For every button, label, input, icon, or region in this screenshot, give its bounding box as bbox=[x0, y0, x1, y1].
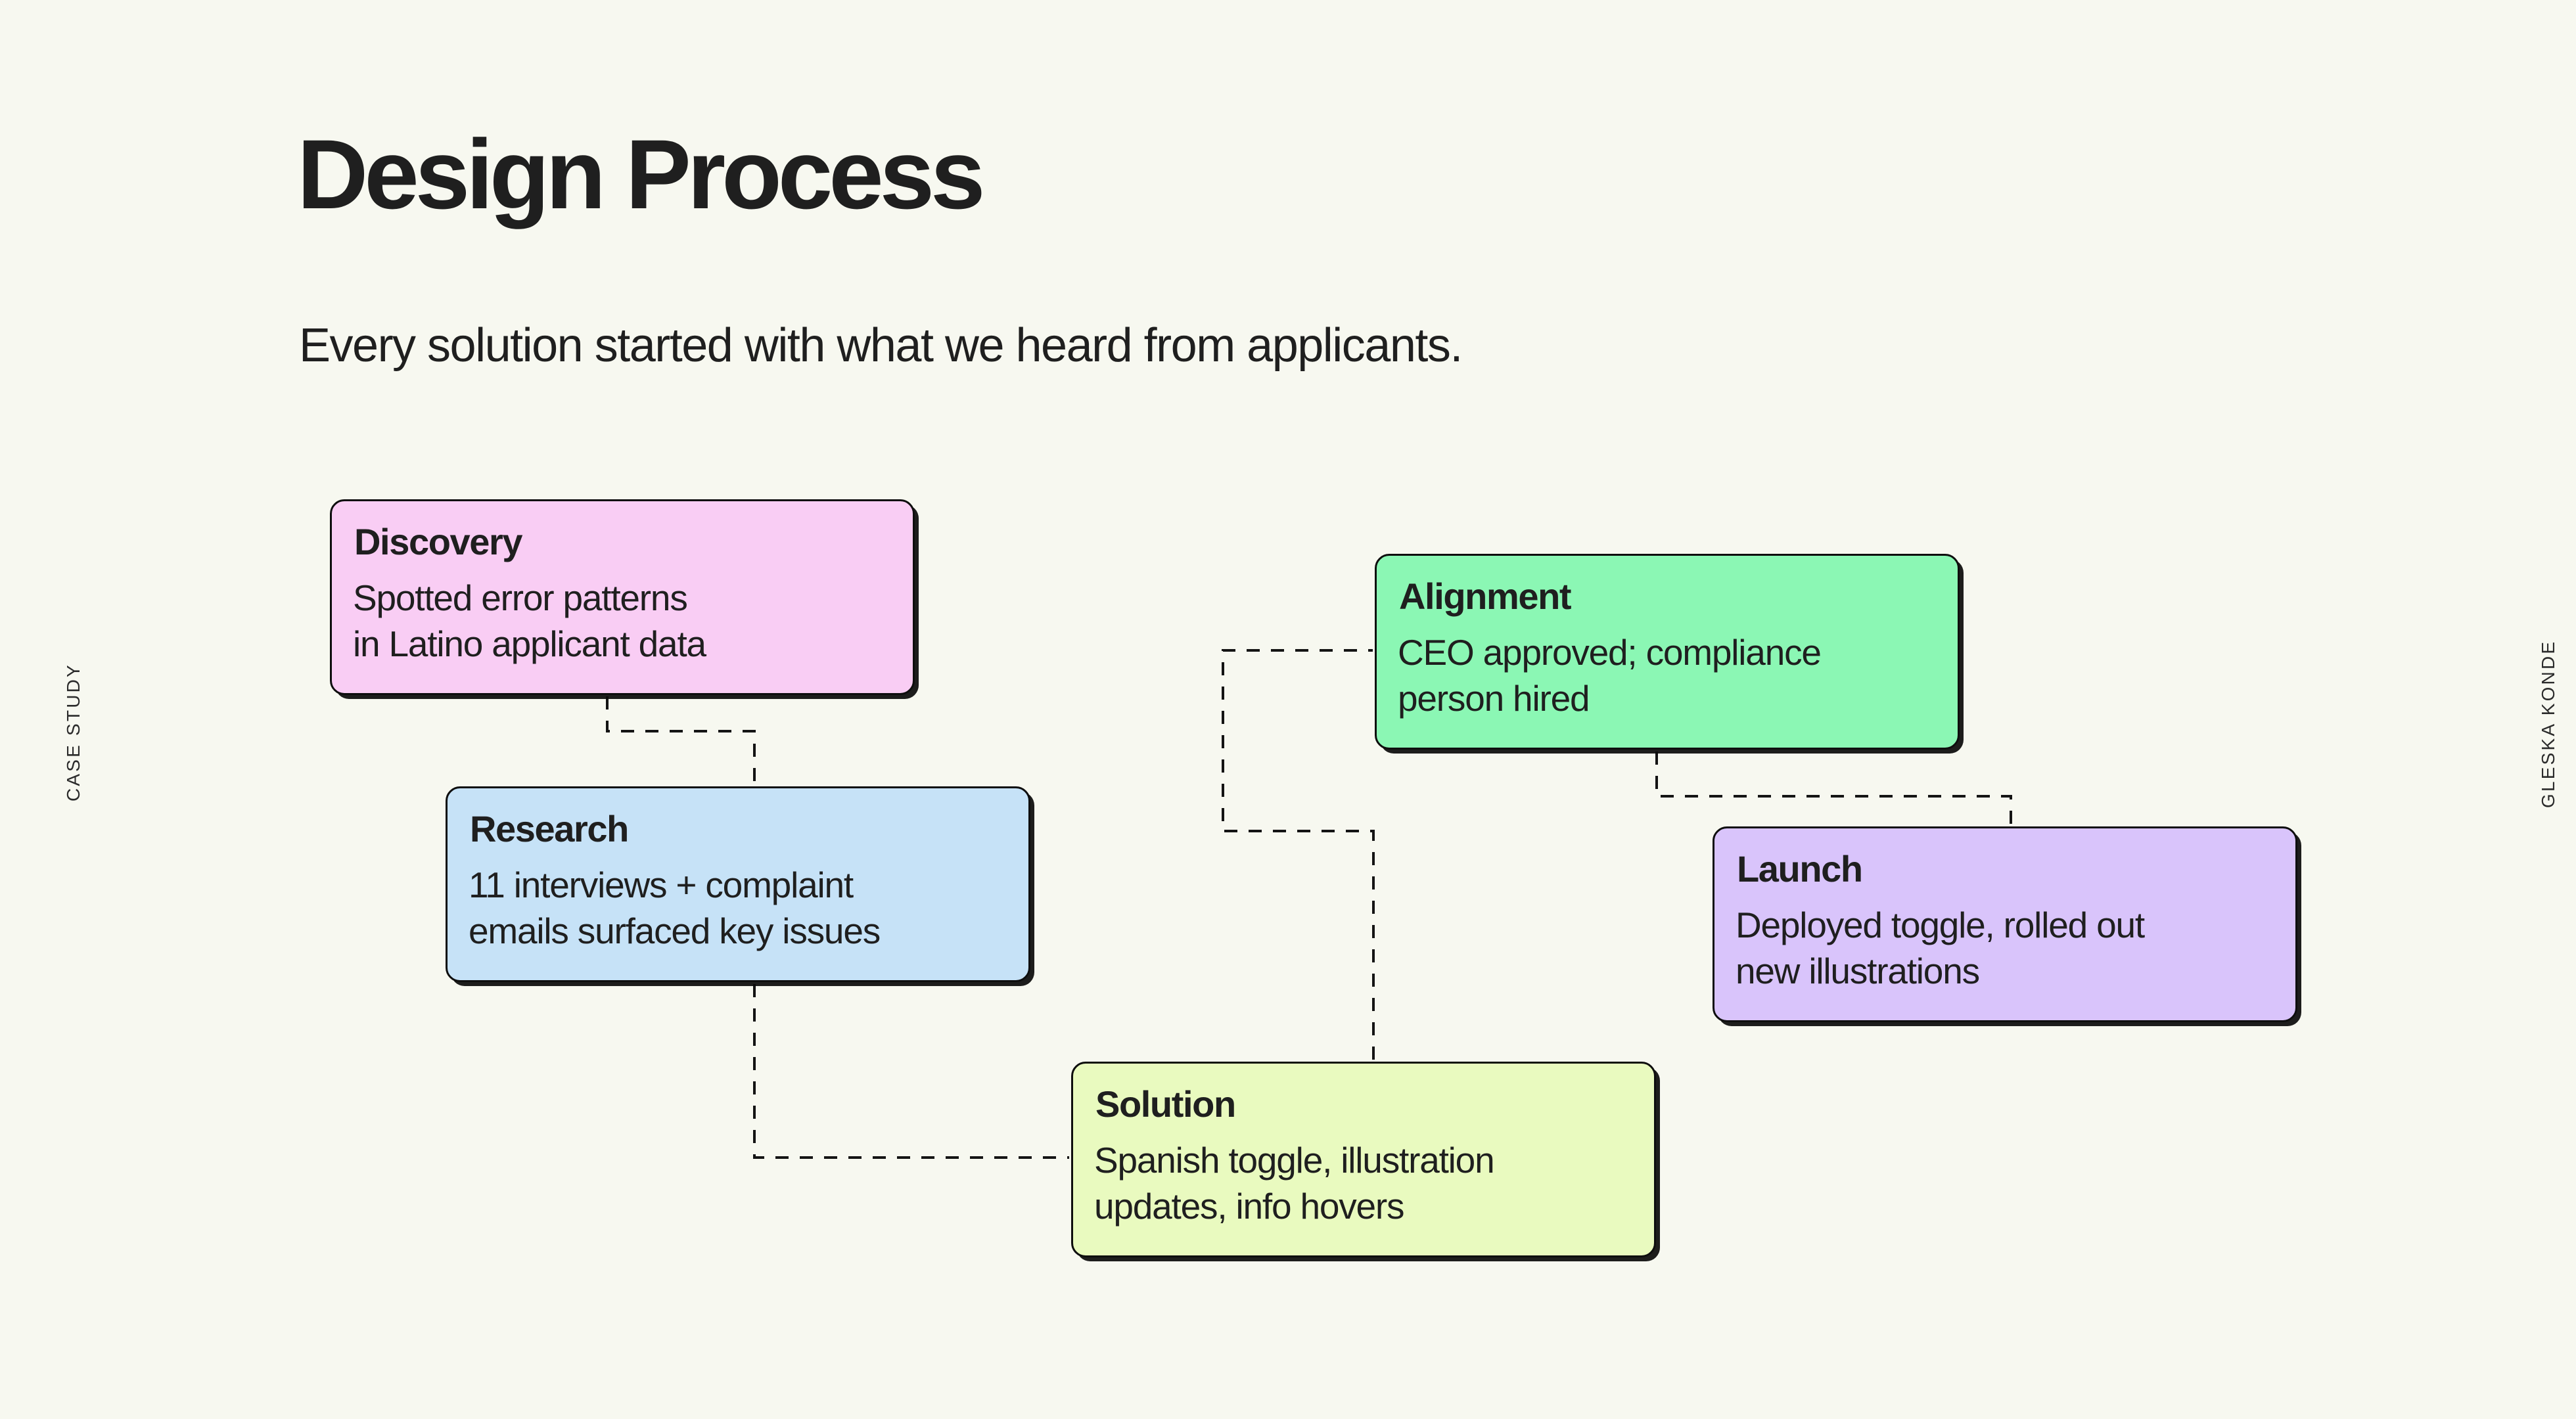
side-label-case-study: CASE STUDY bbox=[63, 663, 83, 801]
flow-card-title-solution: Solution bbox=[1095, 1083, 1236, 1125]
flow-card-title-research: Research bbox=[470, 808, 629, 849]
connector-research-to-solution bbox=[753, 984, 1069, 1159]
flow-card-body-research: 11 interviews + complaint emails surfaced… bbox=[469, 863, 881, 955]
flow-card-body-line: Spotted error patterns bbox=[353, 577, 688, 618]
connector-solution-to-alignment bbox=[1222, 649, 1375, 1060]
flow-card-body-line: Deployed toggle, rolled out bbox=[1736, 905, 2145, 945]
page-title: Design Process bbox=[297, 119, 986, 229]
flow-card-body-line: emails surfaced key issues bbox=[469, 910, 881, 951]
flow-card-body-line: in Latino applicant data bbox=[353, 623, 706, 664]
connector-discovery-to-research bbox=[606, 696, 756, 784]
side-label-author: GLESKA KONDE bbox=[2538, 639, 2558, 808]
flow-card-research[interactable]: Research 11 interviews + complaint emails … bbox=[446, 786, 1030, 982]
flow-card-body-line: person hired bbox=[1398, 677, 1590, 719]
flow-card-body-discovery: Spotted error patterns in Latino applican… bbox=[353, 575, 706, 667]
flow-card-body-line: Spanish toggle, illustration bbox=[1094, 1140, 1495, 1181]
flow-card-body-line: 11 interviews + complaint bbox=[469, 865, 854, 905]
flow-card-title-launch: Launch bbox=[1737, 848, 1863, 890]
flow-card-body-launch: Deployed toggle, rolled out new illustrat… bbox=[1736, 903, 2145, 995]
flow-card-body-line: new illustrations bbox=[1736, 950, 1980, 991]
flow-card-body-line: CEO approved; compliance bbox=[1398, 632, 1822, 673]
connector-alignment-to-launch bbox=[1655, 752, 2012, 824]
flow-card-body-line: updates, info hovers bbox=[1094, 1185, 1405, 1227]
flow-card-title-discovery: Discovery bbox=[354, 521, 523, 562]
page-subtitle: Every solution started with what we hear… bbox=[299, 319, 1463, 372]
flow-card-title-alignment: Alignment bbox=[1399, 575, 1572, 617]
